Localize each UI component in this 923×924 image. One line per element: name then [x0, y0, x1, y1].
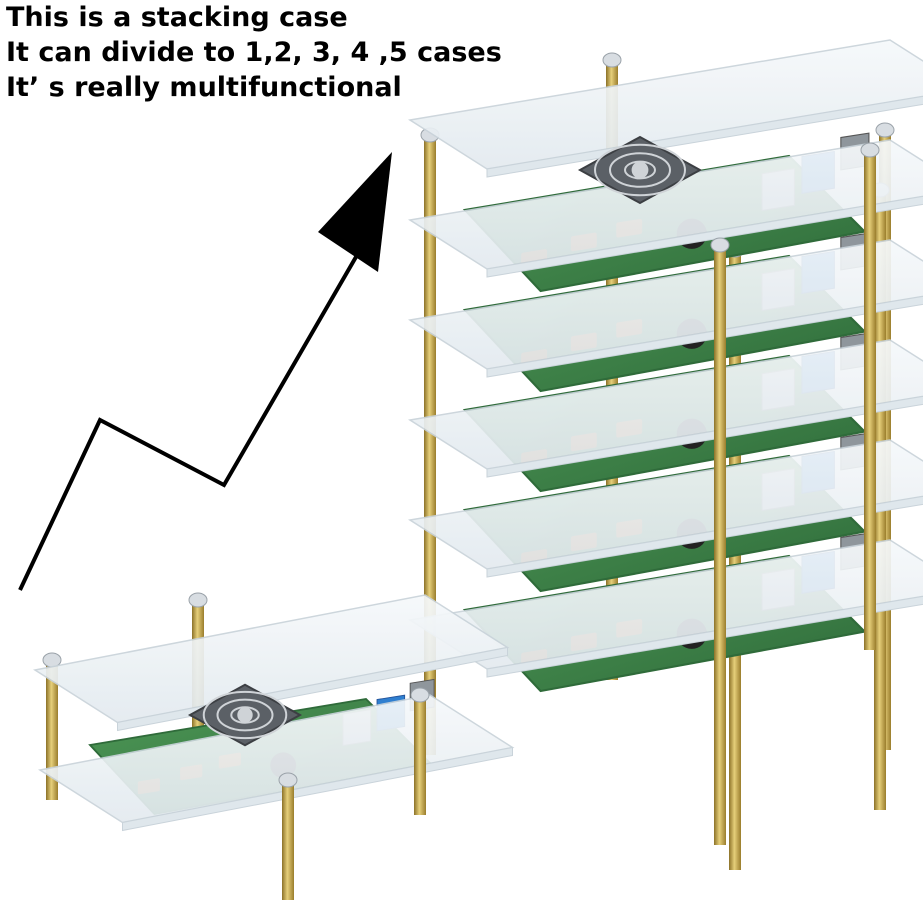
standoff	[710, 237, 730, 845]
caption-line-2: It can divide to 1,2, 3, 4 ,5 cases	[6, 37, 502, 68]
acrylic-plate	[407, 539, 923, 678]
caption-text-block: This is a stacking case It can divide to…	[6, 0, 502, 105]
caption-line-1: This is a stacking case	[6, 2, 348, 33]
acrylic-plate	[407, 339, 923, 478]
growth-arrow	[18, 152, 392, 591]
standoff	[410, 687, 430, 815]
cooling-fan	[187, 683, 303, 747]
single-case	[33, 592, 515, 900]
stacked-case-tower	[407, 39, 923, 870]
cooling-fan	[577, 135, 703, 205]
caption-line-3: It’ s really multifunctional	[6, 72, 402, 103]
standoff	[860, 142, 880, 650]
acrylic-plate	[407, 39, 923, 178]
acrylic-plate	[407, 239, 923, 378]
acrylic-plate	[407, 439, 923, 578]
standoff	[278, 772, 298, 900]
acrylic-plate	[407, 139, 923, 278]
